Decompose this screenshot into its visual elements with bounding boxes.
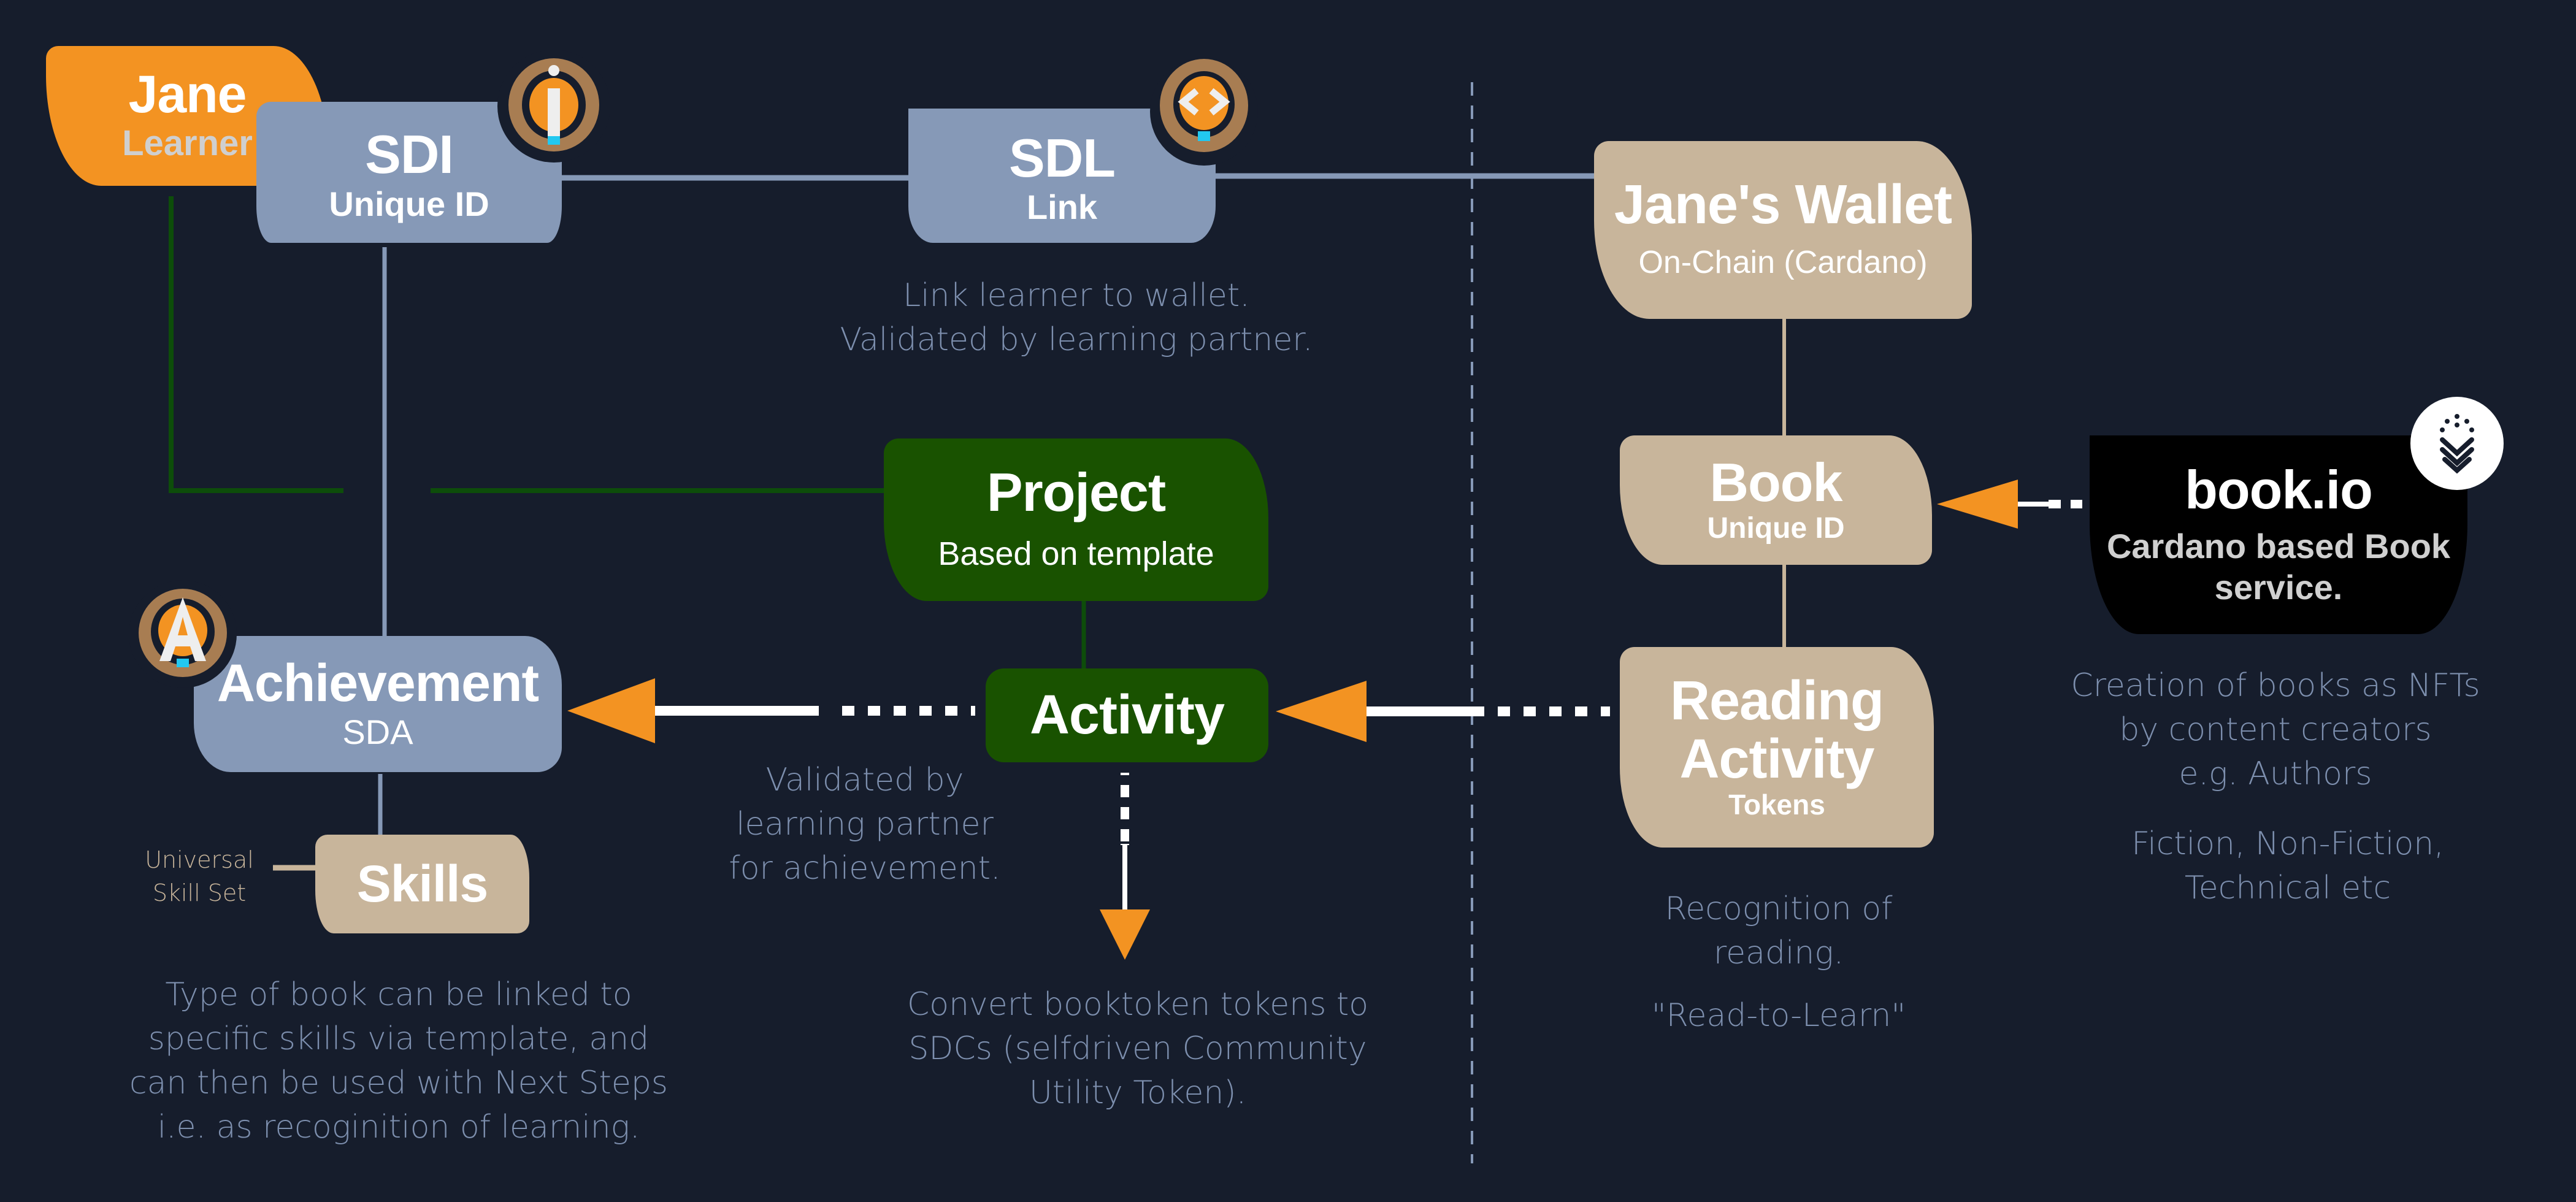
note-line: for achievement. bbox=[729, 850, 1001, 887]
universal-skill-set-line: Universal bbox=[145, 846, 254, 873]
reading-activity-arrowhead bbox=[1276, 681, 1367, 742]
project-title: Project bbox=[986, 462, 1166, 523]
jane-subtitle: Learner bbox=[122, 123, 253, 164]
book-subtitle: Unique ID bbox=[1707, 511, 1845, 545]
note-line: Recognition of bbox=[1665, 890, 1893, 927]
convert-note: Convert booktoken tokens to SDCs (selfdr… bbox=[846, 982, 1429, 1115]
note-line: Validated by bbox=[765, 762, 964, 798]
skills-title: Skills bbox=[356, 855, 488, 913]
wallet-subtitle: On-Chain (Cardano) bbox=[1638, 245, 1928, 281]
note-line: e.g. Authors bbox=[2179, 756, 2372, 792]
node-wallet[interactable]: Jane's Wallet On-Chain (Cardano) bbox=[1594, 141, 1972, 319]
note-line: Utility Token). bbox=[1029, 1074, 1247, 1111]
achievement-subtitle: SDA bbox=[342, 712, 413, 751]
reading-note: Recognition of reading. "Read-to-Learn" bbox=[1595, 887, 1963, 1038]
skills-note: Type of book can be linked to specific s… bbox=[98, 973, 699, 1149]
jane-title: Jane bbox=[128, 65, 247, 124]
note-line: i.e. as recoginition of learning. bbox=[157, 1109, 640, 1146]
reading-subtitle: Tokens bbox=[1728, 789, 1825, 821]
bookio-genres-note: Fiction, Non-Fiction, Technical etc bbox=[2042, 822, 2533, 910]
activity-title: Activity bbox=[1029, 684, 1225, 746]
note-line: reading. bbox=[1713, 935, 1844, 971]
sdi-subtitle: Unique ID bbox=[329, 184, 489, 223]
bookio-subtitle-1: Cardano based Book bbox=[2106, 527, 2451, 565]
sdl-subtitle: Link bbox=[1026, 188, 1098, 227]
bookio-book-arrowhead bbox=[1937, 480, 2018, 529]
bookio-logo-icon bbox=[2410, 397, 2504, 490]
code-brackets-badge-icon bbox=[1150, 58, 1258, 166]
note-line: can then be used with Next Steps bbox=[129, 1065, 668, 1101]
sdl-note: Link learner to wallet. Validated by lea… bbox=[785, 274, 1368, 362]
wallet-title: Jane's Wallet bbox=[1614, 174, 1952, 235]
activity-achievement-arrowhead bbox=[567, 678, 655, 743]
node-activity[interactable]: Activity bbox=[986, 668, 1268, 762]
achievement-title: Achievement bbox=[217, 654, 539, 713]
bookio-subtitle-2: service. bbox=[2214, 568, 2343, 607]
universal-skill-set-label: Universal Skill Set bbox=[123, 843, 276, 909]
note-line: Type of book can be linked to bbox=[165, 976, 632, 1013]
info-badge-icon bbox=[497, 50, 610, 163]
universal-skill-set-line: Skill Set bbox=[152, 879, 247, 906]
node-project[interactable]: Project Based on template bbox=[884, 438, 1268, 601]
note-line: Link learner to wallet. bbox=[903, 277, 1250, 314]
reading-title-2: Activity bbox=[1679, 728, 1874, 790]
node-sdl[interactable]: SDL Link bbox=[908, 109, 1216, 243]
reading-title-1: Reading bbox=[1669, 670, 1884, 732]
note-line: by content creators bbox=[2119, 711, 2432, 748]
note-line: Creation of books as NFTs bbox=[2071, 667, 2480, 704]
note-line: Fiction, Non-Fiction, bbox=[2131, 825, 2444, 862]
activity-convert-arrowhead bbox=[1100, 909, 1150, 960]
sdi-title: SDI bbox=[365, 124, 454, 185]
note-line: Convert booktoken tokens to bbox=[907, 986, 1369, 1023]
note-line: learning partner bbox=[736, 806, 994, 843]
book-title: Book bbox=[1709, 451, 1843, 513]
node-skills[interactable]: Skills bbox=[315, 835, 529, 933]
read-to-learn-label: "Read-to-Learn" bbox=[1651, 997, 1906, 1034]
jane-project-connector bbox=[169, 196, 343, 493]
note-line: specific skills via template, and bbox=[148, 1020, 650, 1057]
note-line: Technical etc bbox=[2184, 870, 2391, 906]
node-bookio[interactable]: book.io Cardano based Book service. bbox=[2090, 435, 2467, 634]
note-line: SDCs (selfdriven Community bbox=[908, 1030, 1367, 1067]
node-reading-activity[interactable]: Reading Activity Tokens bbox=[1620, 647, 1934, 848]
sdl-title: SDL bbox=[1009, 127, 1116, 188]
project-subtitle: Based on template bbox=[938, 535, 1214, 572]
activity-validation-note: Validated by learning partner for achiev… bbox=[681, 758, 1049, 890]
bookio-creation-note: Creation of books as NFTs by content cre… bbox=[2024, 664, 2527, 796]
bookio-title: book.io bbox=[2185, 459, 2373, 520]
node-book[interactable]: Book Unique ID bbox=[1620, 435, 1932, 565]
note-line: Validated by learning partner. bbox=[840, 321, 1313, 358]
node-achievement[interactable]: Achievement SDA bbox=[194, 636, 562, 772]
achievement-badge-icon bbox=[129, 580, 237, 688]
